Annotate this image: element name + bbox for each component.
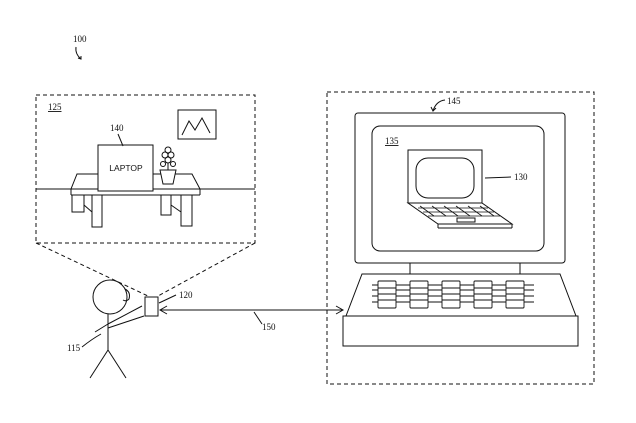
ref-150: 150 [262,322,276,332]
ref-145-arrowhead [430,106,437,112]
ref-145: 145 [447,96,461,106]
ref-150-leader [253,311,263,325]
monitor [354,112,566,274]
ref-100-leader [75,46,82,60]
ref-120-leader [158,294,177,304]
rendered-laptop [406,149,514,229]
fov-line-left [35,242,149,297]
ref-115-leader [81,333,102,348]
ref-125: 125 [48,102,62,112]
ref-120: 120 [179,290,193,300]
ref-130-leader [484,176,512,179]
ref-145-leader [432,99,446,112]
keyboard [342,273,579,347]
connection-arrow [158,305,345,315]
scene-laptop: LAPTOP [97,144,154,192]
ref-130: 130 [514,172,528,182]
picture-frame [177,109,217,140]
ref-100: 100 [73,34,87,44]
camera [144,296,159,317]
user-figure [89,279,145,379]
ref-140: 140 [110,123,124,133]
table [70,173,201,228]
ref-140-leader [117,133,124,147]
ref-100-arrowhead [77,56,82,60]
laptop-label: LAPTOP [109,163,143,173]
fov-line-right [157,242,256,297]
ref-135: 135 [385,136,399,146]
ref-115: 115 [67,343,81,353]
computer-box: 145 135 [326,91,595,385]
flower-pot [159,146,177,185]
scene-box: 125 LAPTOP 140 [35,94,256,244]
